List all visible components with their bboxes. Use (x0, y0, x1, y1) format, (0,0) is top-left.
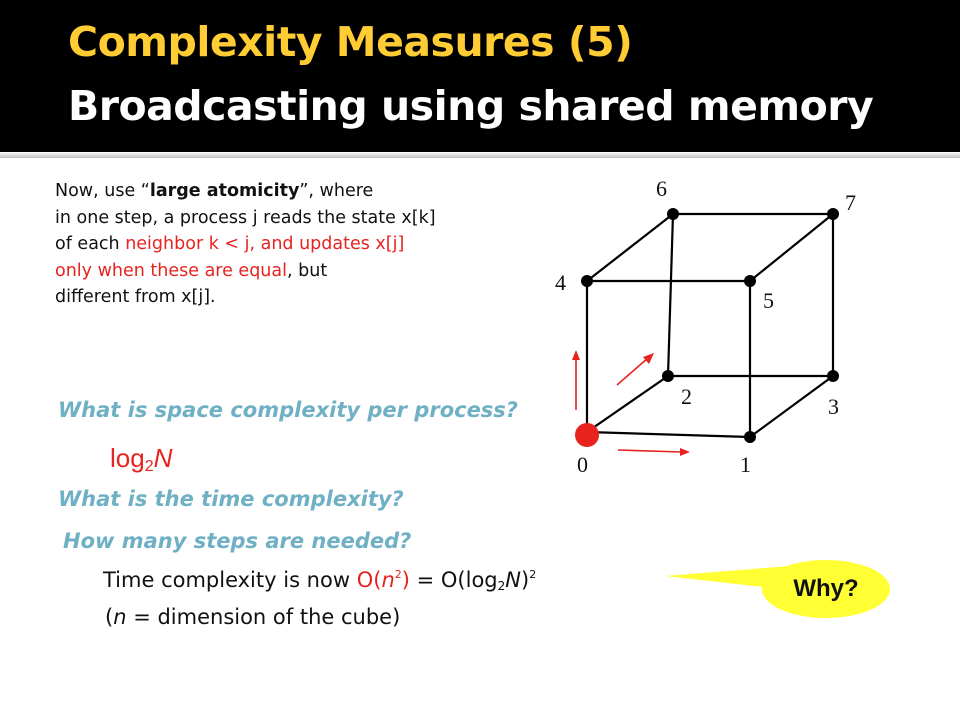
answer-var: N (153, 443, 173, 473)
intro-part: ”, where (299, 181, 374, 201)
node-1 (744, 431, 756, 443)
edge (586, 213, 674, 282)
node-3 (827, 370, 839, 382)
node-6 (667, 208, 679, 220)
arrow-diagonal (616, 357, 649, 386)
arrow-diagonal-head (643, 353, 654, 364)
edge (586, 375, 669, 433)
intro-text: Now, use “large atomicity”, where in one… (55, 178, 535, 311)
arrow-right-head (680, 448, 690, 456)
cube-nodes (581, 208, 839, 443)
answer-log: log (110, 443, 145, 473)
label-7: 7 (845, 190, 856, 215)
intro-line: different from x[j]. (55, 287, 216, 307)
edge (749, 213, 834, 282)
intro-part: Now, use “ (55, 181, 150, 201)
time-complexity-answer: Time complexity is now O(n2) = O(log2N)2 (103, 568, 536, 593)
slide-title: Complexity Measures (5) (68, 18, 633, 66)
intro-part: , but (287, 260, 328, 281)
dimension-note: (n = dimension of the cube) (105, 605, 400, 629)
title-bar (0, 0, 960, 152)
arrow-up-head (572, 350, 580, 360)
tc-part: n (381, 568, 395, 592)
label-0: 0 (577, 452, 588, 477)
tc-part: ) (521, 568, 530, 592)
answer-sub: 2 (144, 458, 154, 475)
intro-bold-term: large atomicity (149, 181, 300, 201)
label-1: 1 (740, 452, 751, 477)
arrow-right (617, 449, 683, 453)
node-4 (581, 275, 593, 287)
question-steps: How many steps are needed? (63, 529, 412, 553)
tc-part: = dimension of the cube) (126, 605, 401, 629)
tc-part: = O(log (409, 568, 498, 592)
intro-line: in one step, a process j reads the state… (55, 207, 436, 228)
intro-part: of each (55, 234, 126, 254)
title-divider (0, 152, 960, 158)
tc-part: Time complexity is now (103, 568, 357, 592)
edge (749, 375, 834, 438)
node-0-source (575, 423, 599, 447)
tc-part: O( (356, 568, 382, 592)
slide-subtitle: Broadcasting using shared memory (68, 82, 874, 130)
tc-part: N (505, 568, 521, 592)
why-callout: Why? (762, 560, 890, 618)
broadcast-arrows (572, 350, 690, 456)
tc-part: 2 (497, 579, 506, 593)
label-2: 2 (681, 384, 692, 409)
node-2 (662, 370, 674, 382)
intro-highlight: only when these are equal (55, 260, 287, 281)
label-4: 4 (555, 270, 566, 295)
space-answer: log2N (110, 443, 172, 476)
node-7 (827, 208, 839, 220)
label-5: 5 (763, 288, 774, 313)
tc-part: 2 (394, 568, 402, 581)
why-label: Why? (793, 575, 859, 602)
label-6: 6 (656, 176, 667, 201)
question-time: What is the time complexity? (58, 487, 404, 511)
edge (666, 213, 675, 377)
tc-part: 2 (529, 568, 537, 581)
tc-part: n (113, 605, 127, 629)
question-space: What is space complexity per process? (58, 398, 518, 422)
cube-edges (585, 212, 835, 439)
tc-part: ) (401, 568, 410, 592)
tc-part: ( (105, 605, 114, 629)
label-3: 3 (828, 394, 839, 419)
node-5 (744, 275, 756, 287)
edge (586, 430, 751, 439)
tc-o-n-squared: O(n2) (357, 568, 410, 592)
intro-highlight: neighbor k < j, and updates x[j] (125, 234, 405, 254)
callout-pointer (665, 566, 790, 590)
